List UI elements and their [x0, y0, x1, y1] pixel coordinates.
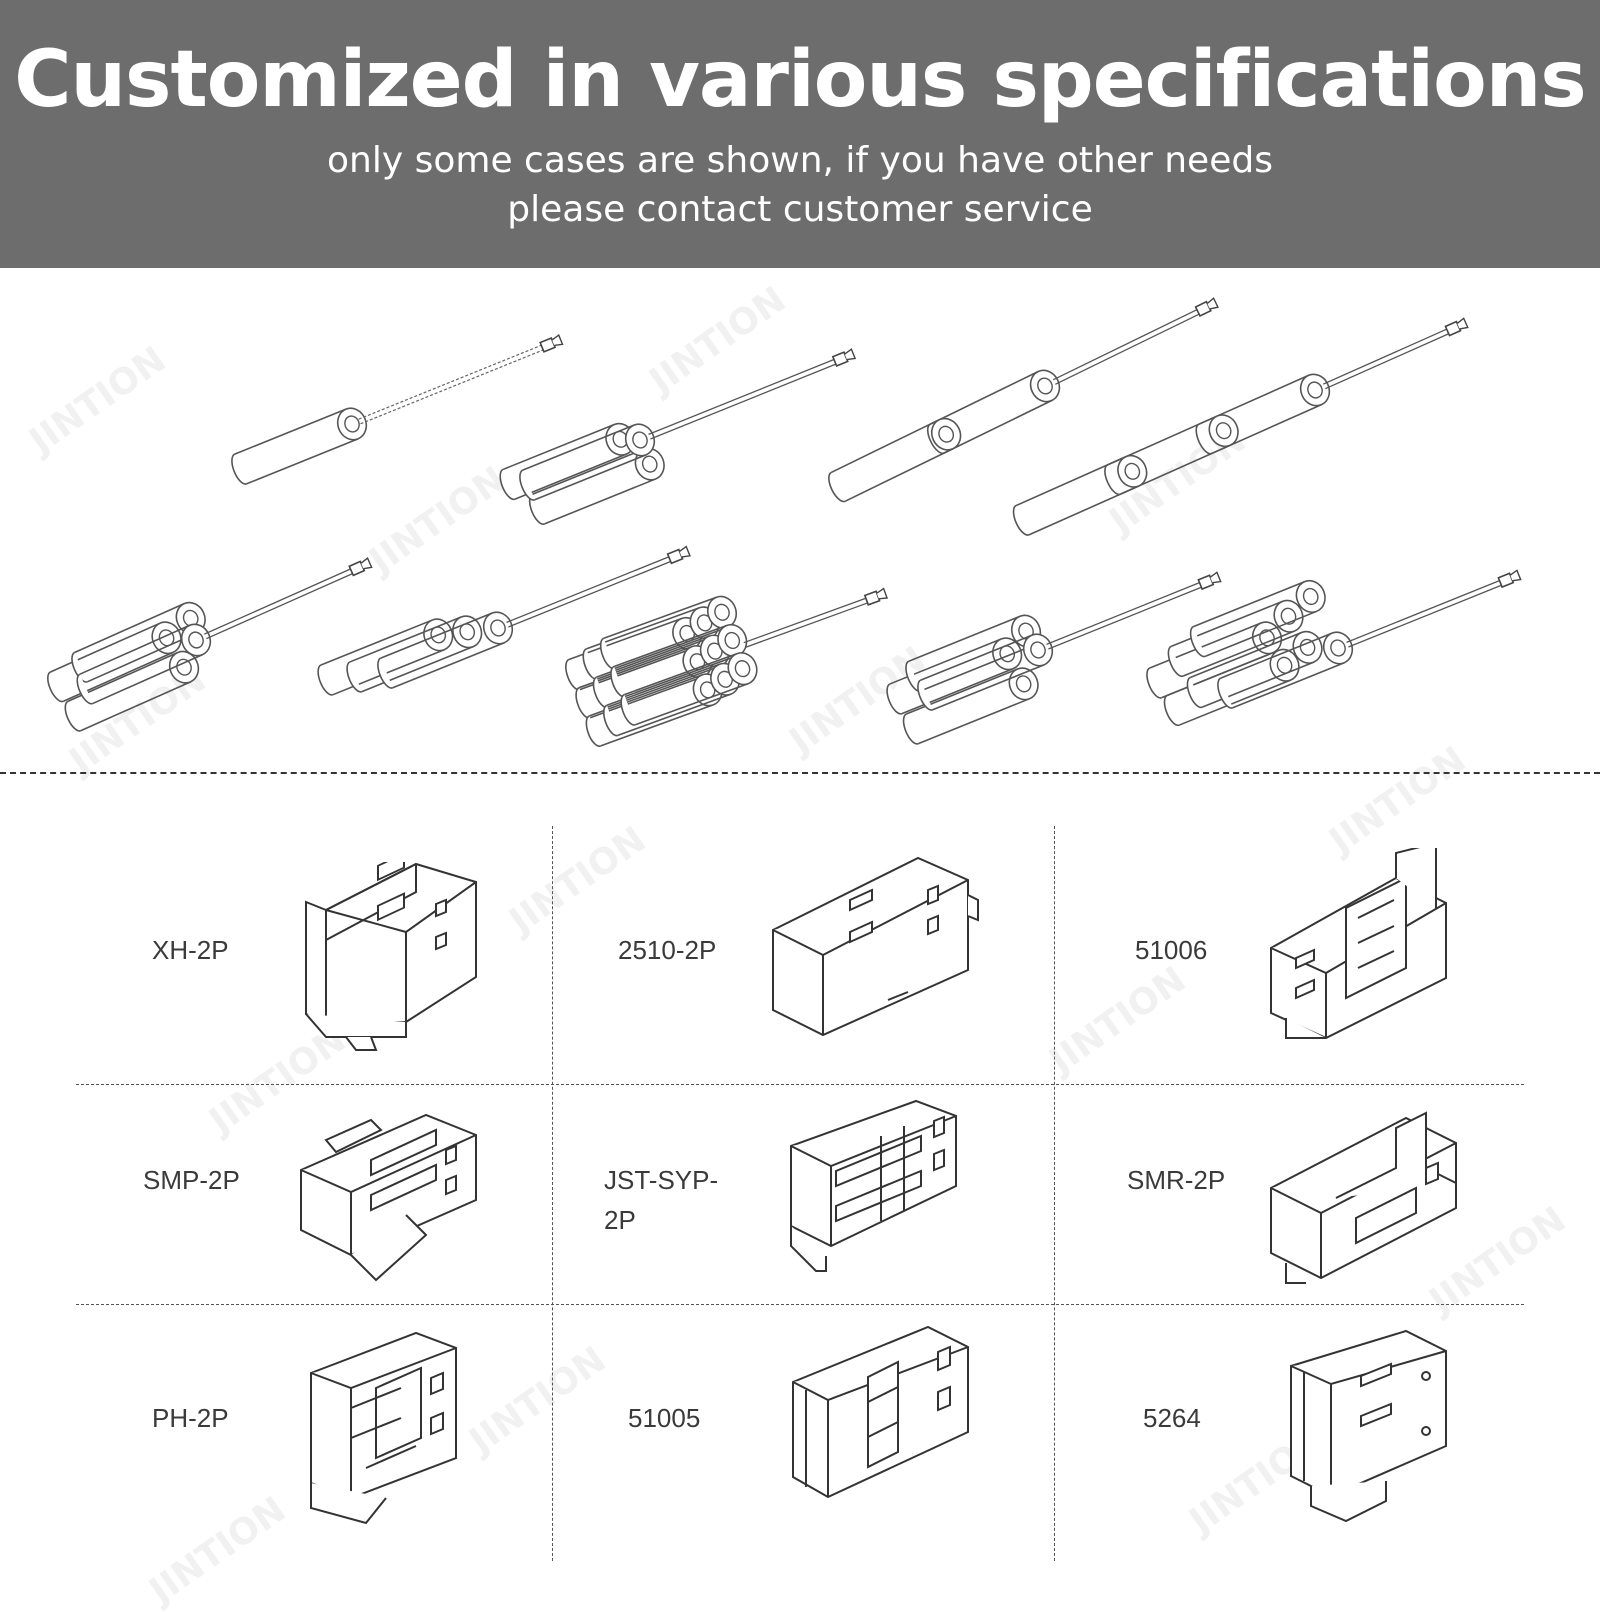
battery-three-cell-inline — [1008, 317, 1469, 539]
grid-divider-vertical — [552, 826, 553, 1561]
connector-drawing-smp-2p — [300, 1113, 477, 1282]
connector-drawing-smr-2p — [1270, 1111, 1457, 1284]
connector-drawing-xh-2p — [305, 862, 477, 1051]
connector-label-51006: 51006 — [1135, 935, 1208, 965]
connector-label-line-2: 2P — [604, 1205, 636, 1235]
watermark: JINTION — [462, 1339, 614, 1462]
battery-two-cell-inline — [824, 297, 1219, 506]
battery-six-cell-block — [1142, 569, 1522, 729]
page-title: Customized in various specifications — [14, 35, 1586, 125]
watermark: JINTION — [502, 819, 654, 942]
battery-four-cell-block — [882, 571, 1222, 748]
connector-drawing-2510-2p — [772, 856, 979, 1037]
subtitle-line-2: please contact customer service — [507, 189, 1093, 230]
section-divider — [0, 772, 1600, 774]
connector-drawing-ph-2p — [310, 1331, 457, 1525]
grid-divider-vertical — [1054, 826, 1055, 1561]
connector-drawing-5264 — [1290, 1329, 1447, 1523]
header-banner — [0, 0, 1600, 268]
connector-label-51005: 51005 — [628, 1403, 701, 1433]
subtitle-line-1: only some cases are shown, if you have o… — [327, 140, 1273, 181]
connector-label-xh-2p: XH-2P — [152, 935, 229, 965]
connector-drawing-51006 — [1270, 848, 1447, 1040]
connector-drawing-51005 — [792, 1325, 969, 1499]
watermark: JINTION — [1042, 959, 1194, 1082]
battery-three-cell-row — [313, 545, 691, 699]
battery-three-cell-triangle — [43, 557, 373, 735]
battery-two-cell-pair — [495, 348, 856, 528]
connector-label-jst-syp-2p: JST-SYP- 2P — [604, 1160, 718, 1240]
connector-label-smp-2p: SMP-2P — [143, 1165, 240, 1195]
connector-label-smr-2p: SMR-2P — [1127, 1165, 1226, 1195]
grid-divider-horizontal — [76, 1304, 1524, 1305]
battery-pack-illustrations — [43, 297, 1522, 750]
watermark: JINTION — [142, 1489, 294, 1612]
battery-single-cell — [227, 334, 564, 488]
connector-label-2510-2p: 2510-2P — [618, 935, 717, 965]
connector-drawing-jst-syp-2p — [790, 1099, 957, 1272]
connector-label-ph-2p: PH-2P — [152, 1403, 229, 1433]
connector-label-5264: 5264 — [1143, 1403, 1201, 1433]
battery-nine-cell-block — [561, 587, 888, 750]
grid-divider-horizontal — [76, 1084, 1524, 1085]
connector-label-line-1: JST-SYP- — [604, 1165, 719, 1195]
